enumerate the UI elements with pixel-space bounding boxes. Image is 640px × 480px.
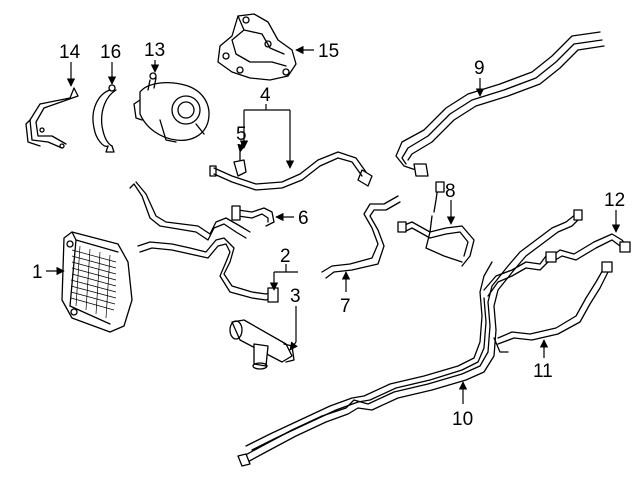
part-11-hose [493, 261, 613, 353]
callout-2: 2 [280, 246, 291, 267]
leader-lines [46, 45, 621, 404]
callout-9: 9 [474, 58, 485, 79]
callout-4: 4 [260, 85, 271, 106]
callout-11: 11 [533, 361, 553, 382]
part-left-hose-bundle [129, 181, 279, 303]
part-14-bracket [25, 87, 79, 149]
part-6-hose [231, 205, 275, 227]
callout-14: 14 [59, 42, 81, 63]
part-15-housing-bracket [217, 13, 297, 81]
callout-5: 5 [236, 124, 247, 145]
callout-3: 3 [290, 286, 301, 307]
part-10-hard-lines [237, 209, 583, 467]
part-1-auxiliary-radiator [61, 231, 133, 333]
callout-12: 12 [604, 190, 625, 211]
part-12-hose [483, 233, 631, 297]
part-8-harness [397, 181, 475, 267]
part-3-tee-fitting [229, 319, 295, 370]
callout-1: 1 [32, 262, 43, 283]
callout-labels: 1 2 3 4 5 6 7 8 9 10 11 12 13 14 15 16 [32, 40, 625, 430]
part-4-hose [209, 151, 373, 191]
part-7-hose [321, 195, 401, 279]
callout-15: 15 [318, 41, 339, 62]
callout-6: 6 [298, 208, 309, 229]
part-13-pump [133, 72, 210, 143]
callout-16: 16 [100, 42, 121, 63]
part-16-clamp [92, 84, 117, 153]
callout-10: 10 [452, 409, 473, 430]
part-5-connector [233, 151, 247, 177]
part-9-hard-lines [395, 31, 605, 177]
callout-8: 8 [445, 181, 456, 202]
callout-7: 7 [340, 296, 351, 317]
callout-13: 13 [144, 40, 165, 61]
